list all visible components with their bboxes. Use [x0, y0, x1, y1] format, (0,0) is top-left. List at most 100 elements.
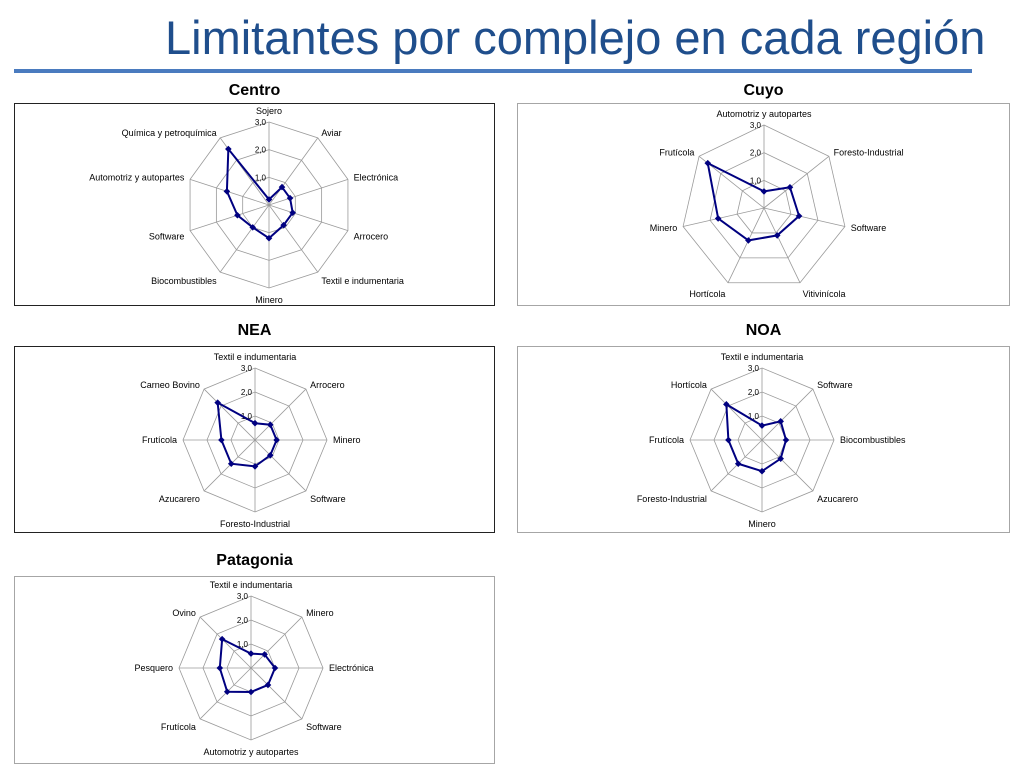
category-label-minero: Minero — [255, 295, 283, 305]
data-point-software — [234, 211, 241, 219]
data-point-arrocero — [289, 209, 296, 216]
category-label-azucarero: Azucarero — [817, 494, 858, 504]
axis-spoke — [189, 204, 270, 232]
data-point-automotriz-y-autopartes — [760, 188, 768, 195]
data-point-textil-e-indumentaria — [280, 221, 287, 229]
category-label-quimica-y-petroquimica: Química y petroquímica — [122, 128, 217, 138]
grid-ring — [709, 152, 819, 259]
data-point-fruticola — [725, 436, 732, 444]
category-label-horticola: Hortícola — [689, 289, 725, 299]
category-label-pesquero: Pesquero — [134, 663, 173, 673]
category-label-sojero: Sojero — [256, 106, 282, 116]
category-label-textil-e-indumentaria: Textil e indumentaria — [210, 580, 293, 590]
data-point-carneo-bovino — [214, 399, 221, 406]
category-label-arrocero: Arrocero — [354, 232, 389, 242]
axis-spoke — [250, 667, 303, 720]
tick-label: 3,0 — [255, 118, 267, 127]
tick-label: 3,0 — [237, 592, 249, 601]
axis-spoke — [761, 439, 814, 492]
data-point-minero — [714, 215, 722, 222]
category-label-software: Software — [851, 223, 887, 233]
category-label-foresto-industrial: Foresto-Industrial — [834, 148, 904, 158]
tick-label: 1,0 — [748, 412, 760, 421]
category-label-minero: Minero — [333, 435, 361, 445]
category-label-ovino: Ovino — [172, 608, 196, 618]
radar-plot-patagonia: 1,0 2,0 3,0 Textil e indumentariaMineroElec… — [134, 580, 374, 757]
category-label-foresto-industrial: Foresto-Industrial — [637, 494, 707, 504]
data-point-foresto-industrial — [786, 184, 794, 191]
category-label-aviar: Aviar — [321, 128, 341, 138]
data-point-electronica — [286, 194, 294, 202]
radar-plot-centro: 1,02,03,0SojeroAviarElectrónicaArroceroT… — [89, 106, 404, 305]
category-label-biocombustibles: Biocombustibles — [151, 276, 217, 286]
axis-spoke — [203, 388, 256, 441]
category-label-fruticola: Frutícola — [659, 148, 694, 158]
axis-spoke — [268, 137, 319, 206]
tick-label: 3,0 — [750, 121, 762, 130]
category-label-electronica: Electrónica — [329, 663, 374, 673]
axis-spoke — [727, 207, 765, 283]
data-point-software — [795, 212, 803, 220]
tick-label: 1,0 — [750, 176, 762, 185]
category-label-vitivinicola: Vitivinícola — [803, 289, 846, 299]
category-label-fruticola: Frutícola — [161, 722, 196, 732]
axis-spoke — [710, 388, 763, 441]
data-point-ovino — [218, 635, 226, 643]
data-point-aviar — [278, 183, 286, 191]
tick-label: 2,0 — [750, 149, 762, 158]
category-label-horticola: Hortícola — [671, 380, 707, 390]
data-point-azucarero — [227, 460, 235, 468]
category-label-textil-e-indumentaria: Textil e indumentaria — [214, 352, 297, 362]
tick-label: 1,0 — [241, 412, 253, 421]
tick-label: 2,0 — [237, 616, 249, 625]
radar-plot-cuyo: 1,0 2,0 3,0 Automotriz y autopartesForesto-… — [650, 109, 904, 299]
axis-spoke — [268, 178, 349, 206]
category-label-minero: Minero — [306, 608, 334, 618]
data-point-textil-e-indumentaria — [247, 650, 255, 657]
data-point-minero — [265, 234, 273, 242]
tick-label: 1,0 — [255, 173, 267, 182]
tick-label: 2,0 — [241, 388, 253, 397]
category-label-fruticola: Frutícola — [142, 435, 177, 445]
axis-spoke — [710, 439, 763, 492]
axis-spoke — [763, 207, 846, 227]
axis-spoke — [254, 439, 307, 492]
chart-title-patagonia: Patagonia — [216, 552, 293, 569]
title-underline — [14, 69, 972, 73]
tick-label: 2,0 — [255, 146, 267, 155]
category-label-software: Software — [149, 232, 185, 242]
axis-spoke — [268, 204, 349, 232]
category-label-fruticola: Frutícola — [649, 435, 684, 445]
axis-spoke — [199, 667, 252, 720]
category-label-foresto-industrial: Foresto-Industrial — [220, 519, 290, 529]
data-point-software — [264, 681, 272, 689]
data-point-fruticola — [218, 436, 225, 444]
category-label-software: Software — [306, 722, 342, 732]
data-point-minero — [261, 651, 268, 658]
chart-title-cuyo: Cuyo — [743, 82, 784, 99]
axis-spoke — [763, 207, 801, 283]
axis-spoke — [254, 388, 307, 441]
axis-spoke — [203, 439, 256, 492]
axis-spoke — [682, 207, 765, 227]
category-label-automotriz-y-autopartes: Automotriz y autopartes — [716, 109, 812, 119]
axis-spoke — [761, 388, 814, 441]
axis-spoke — [250, 616, 303, 669]
data-point-pesquero — [216, 664, 224, 672]
category-label-azucarero: Azucarero — [159, 494, 200, 504]
category-label-automotriz-y-autopartes: Automotriz y autopartes — [203, 747, 299, 757]
tick-label: 3,0 — [748, 364, 760, 373]
grid-ring — [682, 124, 846, 284]
axis-spoke — [763, 155, 830, 209]
tick-label: 3,0 — [241, 364, 253, 373]
tick-label: 1,0 — [237, 640, 249, 649]
category-label-automotriz-y-autopartes: Automotriz y autopartes — [89, 172, 185, 182]
chart-title-nea: NEA — [237, 322, 272, 339]
